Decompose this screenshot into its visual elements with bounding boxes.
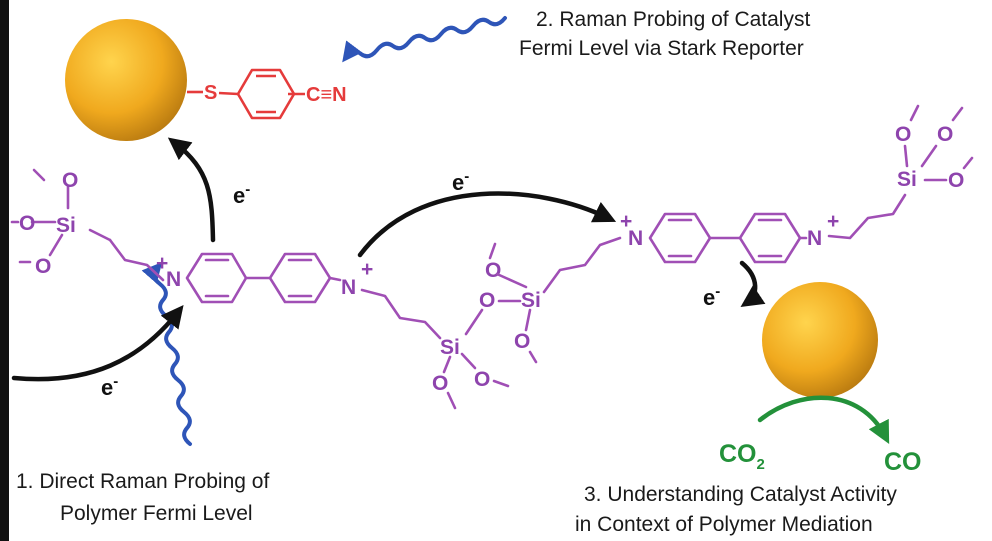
oxygen-label: O [514, 330, 530, 353]
charge-label: + [827, 210, 839, 233]
oxygen-label: O [474, 368, 490, 391]
sulfur-label: S [204, 82, 217, 104]
right-viologen-unit: N + N + Si O O O [620, 104, 974, 264]
oxygen-label: O [948, 169, 964, 192]
charge-label: + [361, 258, 373, 281]
left-border-bar [0, 0, 9, 541]
silicon-label: Si [521, 289, 541, 312]
oxygen-label: O [62, 169, 78, 192]
catalyst-sphere-top [65, 19, 187, 141]
oxygen-label: O [895, 123, 911, 146]
charge-label: + [156, 252, 168, 275]
catalyst-sphere-bottom [762, 282, 878, 398]
co-label: CO [884, 448, 922, 476]
laser-wave-top [342, 16, 507, 63]
caption-1-line-1: 1. Direct Raman Probing of [16, 470, 269, 493]
oxygen-label: O [479, 289, 495, 312]
caption-3-line-1: 3. Understanding Catalyst Activity [584, 483, 897, 506]
electron-label-2: e- [101, 373, 118, 400]
oxygen-label: O [432, 372, 448, 395]
oxygen-label: O [19, 212, 35, 235]
middle-siloxane-network: Si O O O Si O O [432, 236, 622, 410]
arrow-to-top-catalyst [167, 137, 216, 243]
arrow-to-viologen-left [11, 304, 184, 382]
nitrogen-label: N [628, 227, 643, 250]
caption-3-line-2: in Context of Polymer Mediation [575, 513, 873, 536]
left-viologen-unit: O O Si O N + N + [10, 168, 442, 340]
arrow-to-bottom-catalyst [739, 260, 766, 308]
oxygen-label: O [35, 255, 51, 278]
electron-label-4: e- [703, 283, 720, 310]
caption-1-line-2: Polymer Fermi Level [60, 502, 253, 525]
co2-label: CO2 [719, 440, 765, 473]
stark-reporter-molecule: S C≡N [187, 68, 347, 120]
electron-label-3: e- [452, 168, 469, 195]
nitrogen-label: N [166, 268, 181, 291]
nitrogen-label: N [807, 227, 822, 250]
charge-label: + [620, 210, 632, 233]
arrow-co2-reduction [757, 395, 890, 444]
oxygen-label: O [937, 123, 953, 146]
nitrile-label: C≡N [306, 84, 347, 106]
caption-2-line-1: 2. Raman Probing of Catalyst [536, 8, 810, 31]
silicon-label: Si [440, 336, 460, 359]
silicon-label: Si [897, 168, 917, 191]
silicon-label: Si [56, 214, 76, 237]
electron-label-1: e- [233, 181, 250, 208]
arrow-between-viologens [357, 191, 617, 258]
laser-wave-bottom [141, 261, 192, 446]
oxygen-label: O [485, 259, 501, 282]
caption-2-line-2: Fermi Level via Stark Reporter [519, 37, 804, 60]
nitrogen-label: N [341, 276, 356, 299]
